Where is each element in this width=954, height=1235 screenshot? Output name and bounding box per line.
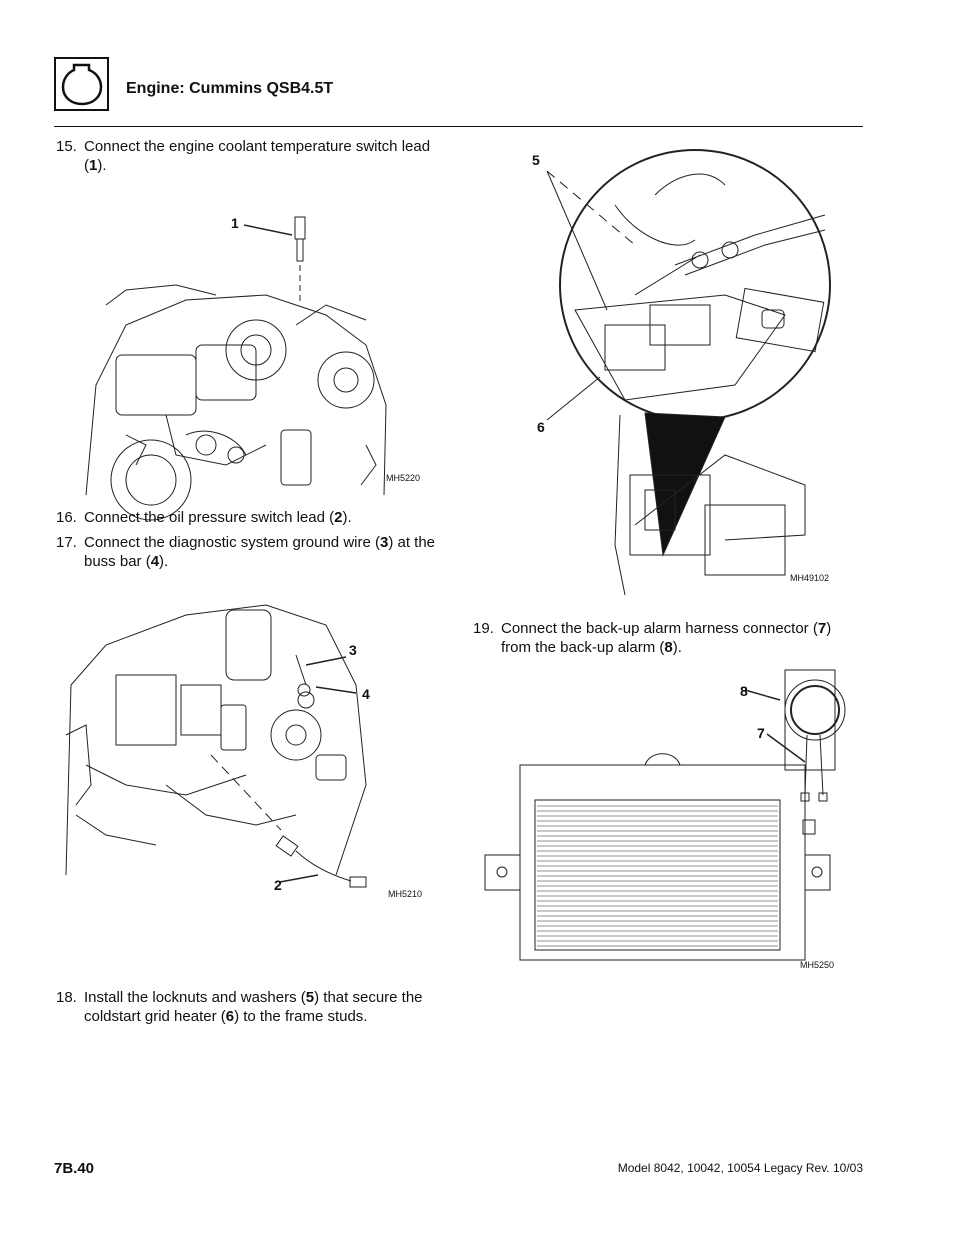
figure-id: MH5220 <box>386 473 421 483</box>
callout-1: 1 <box>231 215 239 231</box>
callout-3: 3 <box>349 642 357 658</box>
header-divider <box>54 126 863 127</box>
step-16: 16. Connect the oil pressure switch lead… <box>56 509 352 526</box>
callout-7: 7 <box>757 725 765 741</box>
figure-mh5250: 8 7 MH5250 <box>475 669 855 975</box>
callout-8: 8 <box>740 683 748 699</box>
radiator-illustration <box>484 669 846 961</box>
step-19: 19. Connect the back-up alarm harness co… <box>473 620 832 656</box>
engine-illustration-1 <box>85 216 387 521</box>
figure-id: MH5210 <box>388 889 423 899</box>
model-revision: Model 8042, 10042, 10054 Legacy Rev. 10/… <box>617 1161 863 1175</box>
figure-mh5220: 1 MH5220 <box>66 205 436 521</box>
callout-5: 5 <box>532 152 540 168</box>
figure-id: MH5250 <box>800 960 835 970</box>
engine-illustration-2 <box>65 604 367 888</box>
grid-heater-illustration <box>546 149 831 596</box>
figure-mh5210: 3 4 2 MH5210 <box>65 585 446 905</box>
step-17: 17. Connect the diagnostic system ground… <box>56 534 436 570</box>
callout-2: 2 <box>274 877 282 893</box>
page-number: 7B.40 <box>54 1160 95 1177</box>
page-title: Engine: Cummins QSB4.5T <box>126 80 334 97</box>
figure-mh49102: 5 6 MH49102 <box>525 145 845 605</box>
step-18: 18. Install the locknuts and washers (5)… <box>56 989 423 1025</box>
engine-icon <box>54 57 109 111</box>
step-15: 15. Connect the engine coolant temperatu… <box>56 138 431 174</box>
figure-id: MH49102 <box>790 573 830 583</box>
callout-4: 4 <box>362 686 370 702</box>
callout-6: 6 <box>537 419 545 435</box>
